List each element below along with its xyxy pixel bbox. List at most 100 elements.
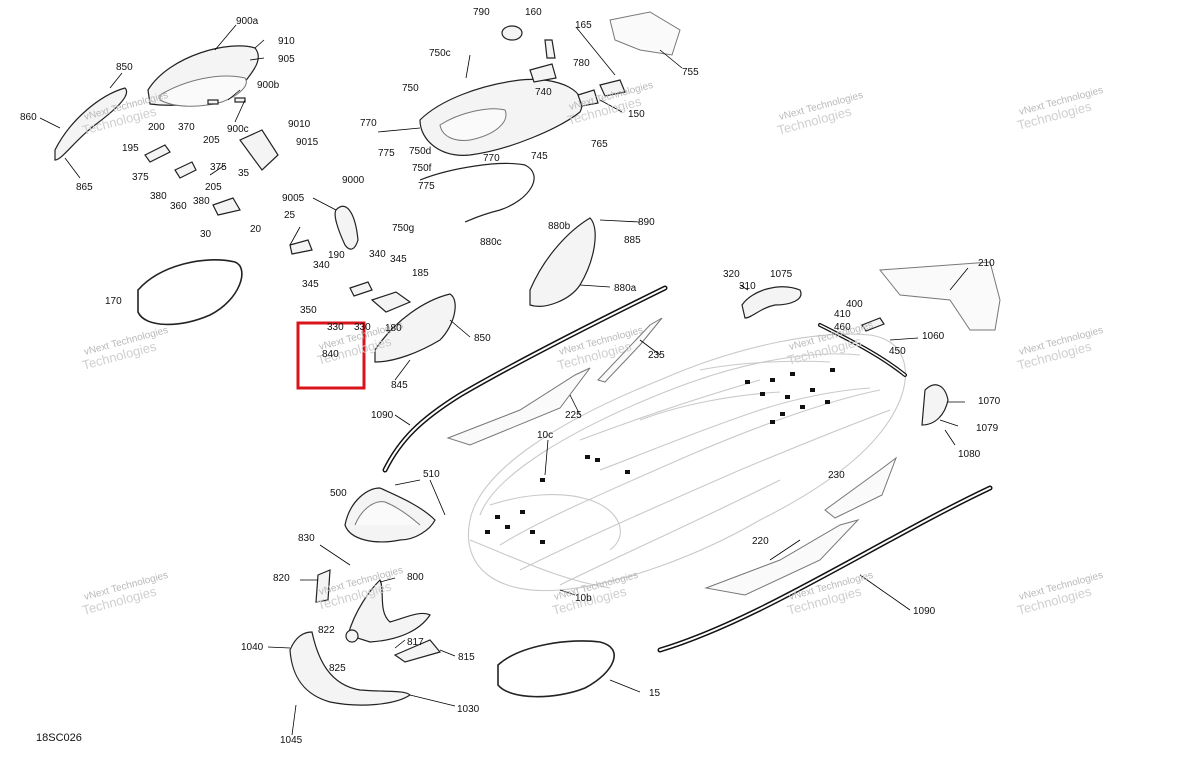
callout-label[interactable]: 170 xyxy=(105,296,122,307)
callout-label[interactable]: 900a xyxy=(236,16,259,27)
callout-label[interactable]: 25 xyxy=(284,210,296,221)
callout-label[interactable]: 370 xyxy=(178,122,195,133)
callout-label[interactable]: 190 xyxy=(328,250,345,261)
callout-label[interactable]: 1045 xyxy=(280,735,303,746)
callout-label[interactable]: 10c xyxy=(537,430,553,441)
decal-230[interactable] xyxy=(824,456,898,519)
callout-label[interactable]: 830 xyxy=(298,533,315,544)
callout-label[interactable]: 1075 xyxy=(770,269,793,280)
part-150[interactable] xyxy=(599,79,626,97)
latch-740[interactable] xyxy=(577,89,599,107)
callout-label[interactable]: 780 xyxy=(573,58,590,69)
bracket-20[interactable] xyxy=(289,239,313,255)
callout-label[interactable]: 820 xyxy=(273,573,290,584)
callout-label[interactable]: 330 xyxy=(354,322,371,333)
callout-label[interactable]: 345 xyxy=(302,279,319,290)
callout-label[interactable]: 900c xyxy=(227,124,249,135)
callout-label[interactable]: 775 xyxy=(418,181,435,192)
callout-label[interactable]: 375 xyxy=(132,172,149,183)
callout-label[interactable]: 750c xyxy=(429,48,451,59)
storage-tray-900b[interactable] xyxy=(159,75,247,107)
decal-220[interactable] xyxy=(704,519,860,596)
callout-label[interactable]: 1090 xyxy=(371,410,394,421)
trim-strip-450[interactable] xyxy=(818,323,907,377)
callout-label[interactable]: 890 xyxy=(638,217,655,228)
side-panel-880a[interactable] xyxy=(529,217,596,307)
callout-label[interactable]: 20 xyxy=(250,224,262,235)
trim-strip-1090-lower[interactable] xyxy=(657,485,993,653)
callout-label[interactable]: 750g xyxy=(392,223,414,234)
callout-label[interactable]: 345 xyxy=(390,254,407,265)
callout-label[interactable]: 230 xyxy=(828,470,845,481)
decal-225[interactable] xyxy=(446,367,591,446)
callout-label[interactable]: 790 xyxy=(473,7,490,18)
callout-label[interactable]: 165 xyxy=(575,20,592,31)
callout-label[interactable]: 850 xyxy=(116,62,133,73)
callout-label[interactable]: 160 xyxy=(525,7,542,18)
callout-label[interactable]: 200 xyxy=(148,122,165,133)
callout-label[interactable]: 9000 xyxy=(342,175,365,186)
callout-label[interactable]: 225 xyxy=(565,410,582,421)
callout-label[interactable]: 817 xyxy=(407,637,424,648)
bracket-375[interactable] xyxy=(174,161,197,179)
callout-label[interactable]: 905 xyxy=(278,54,295,65)
clip-900c-b[interactable] xyxy=(234,97,246,103)
gasket-170[interactable] xyxy=(137,259,243,326)
cap-822[interactable] xyxy=(345,629,359,643)
callout-label[interactable]: 840 xyxy=(322,349,339,360)
vent-9010[interactable] xyxy=(239,129,279,171)
callout-label[interactable]: 880b xyxy=(548,221,571,232)
callout-label[interactable]: 460 xyxy=(834,322,851,333)
callout-label[interactable]: 880c xyxy=(480,237,502,248)
side-panel-850[interactable] xyxy=(374,293,456,363)
callout-label[interactable]: 150 xyxy=(628,109,645,120)
callout-label[interactable]: 1040 xyxy=(241,642,264,653)
callout-label[interactable]: 1080 xyxy=(958,449,981,460)
callout-label[interactable]: 770 xyxy=(483,153,500,164)
callout-label[interactable]: 750d xyxy=(409,146,431,157)
callout-label[interactable]: 220 xyxy=(752,536,769,547)
callout-label[interactable]: 510 xyxy=(423,469,440,480)
callout-label[interactable]: 850 xyxy=(474,333,491,344)
callout-label[interactable]: 185 xyxy=(412,268,429,279)
callout-label[interactable]: 205 xyxy=(203,135,220,146)
callout-label[interactable]: 10b xyxy=(575,593,592,604)
callout-label[interactable]: 380 xyxy=(150,191,167,202)
callout-label[interactable]: 15 xyxy=(649,688,661,699)
side-panel-860[interactable] xyxy=(54,87,128,161)
callout-label[interactable]: 765 xyxy=(591,139,608,150)
callout-label[interactable]: 320 xyxy=(723,269,740,280)
callout-label[interactable]: 880a xyxy=(614,283,637,294)
decal-755[interactable] xyxy=(609,11,681,56)
callout-label[interactable]: 340 xyxy=(369,249,386,260)
callout-label[interactable]: 885 xyxy=(624,235,641,246)
callout-label[interactable]: 400 xyxy=(846,299,863,310)
decal-210[interactable] xyxy=(879,261,1001,331)
callout-label[interactable]: 750f xyxy=(412,163,432,174)
callout-label[interactable]: 1060 xyxy=(922,331,945,342)
callout-label[interactable]: 900b xyxy=(257,80,280,91)
handle-1075[interactable] xyxy=(741,286,802,319)
bumper-800[interactable] xyxy=(347,578,431,643)
callout-label[interactable]: 9015 xyxy=(296,137,319,148)
trim-strip-1090-upper[interactable] xyxy=(382,285,668,473)
bracket-180[interactable] xyxy=(370,291,412,313)
bracket-30[interactable] xyxy=(212,197,241,216)
part-400[interactable] xyxy=(861,317,885,332)
bracket-1070[interactable] xyxy=(921,384,949,426)
callout-label[interactable]: 330 xyxy=(327,322,344,333)
clip-160[interactable] xyxy=(544,39,556,59)
callout-label[interactable]: 450 xyxy=(889,346,906,357)
callout-label[interactable]: 35 xyxy=(238,168,250,179)
clip-900c[interactable] xyxy=(207,99,219,105)
callout-label[interactable]: 910 xyxy=(278,36,295,47)
callout-label[interactable]: 500 xyxy=(330,488,347,499)
callout-label[interactable]: 350 xyxy=(300,305,317,316)
callout-label[interactable]: 750 xyxy=(402,83,419,94)
trim-815[interactable] xyxy=(393,639,442,663)
callout-label[interactable]: 860 xyxy=(20,112,37,123)
callout-label[interactable]: 205 xyxy=(205,182,222,193)
callout-label[interactable]: 410 xyxy=(834,309,851,320)
cable-750g[interactable] xyxy=(419,162,535,223)
callout-label[interactable]: 30 xyxy=(200,229,212,240)
